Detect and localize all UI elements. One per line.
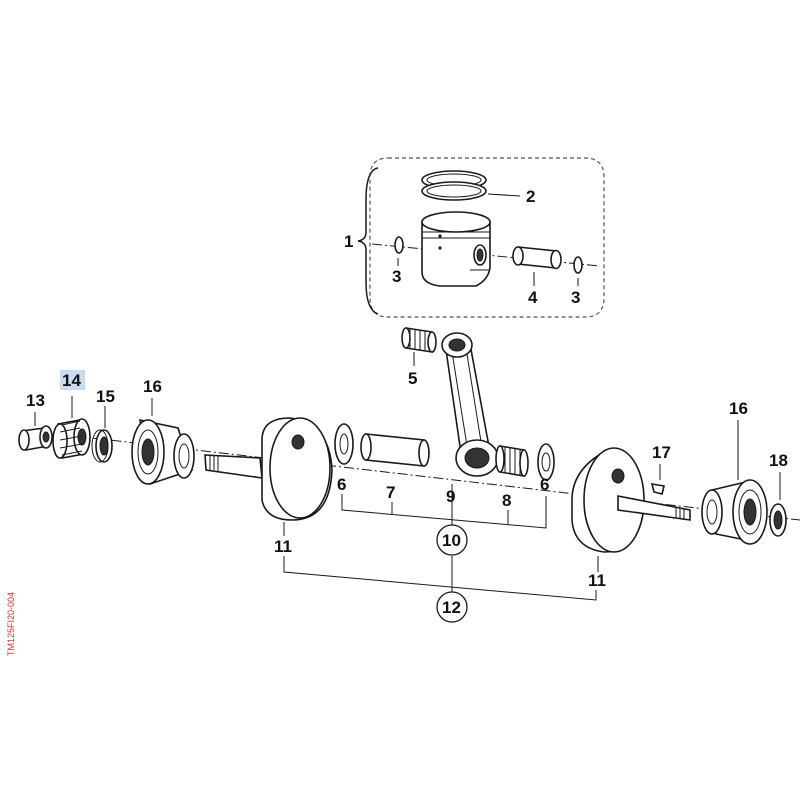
label-part-2[interactable]: 2 xyxy=(526,187,535,206)
part-labels: 1 2 3 3 4 5 6 6 7 8 9 10 11 11 12 13 14 … xyxy=(26,187,788,617)
spacer-ring xyxy=(91,429,113,463)
piston-kit-dashed-frame xyxy=(369,157,605,318)
label-part-5[interactable]: 5 xyxy=(408,369,417,388)
label-part-3-right[interactable]: 3 xyxy=(571,288,580,307)
selected-part-highlight xyxy=(60,370,85,390)
label-part-15[interactable]: 15 xyxy=(96,387,115,406)
assembly-circle-12 xyxy=(436,591,468,623)
piston-kit-group xyxy=(357,157,605,318)
thrust-washer-left xyxy=(334,423,354,465)
woodruff-key xyxy=(650,483,665,495)
main-bearing-right xyxy=(701,479,768,545)
label-part-12[interactable]: 12 xyxy=(442,598,461,617)
crank-pin xyxy=(360,433,430,467)
label-part-14[interactable]: 14 xyxy=(62,371,81,390)
label-part-6-left[interactable]: 6 xyxy=(337,475,346,494)
label-part-11-left[interactable]: 11 xyxy=(274,537,292,556)
thrust-washer-right xyxy=(537,443,555,481)
assembly-circle-10 xyxy=(436,524,468,556)
piston-kit-bracket xyxy=(357,167,379,315)
label-part-9[interactable]: 9 xyxy=(446,487,455,506)
piston xyxy=(421,211,491,287)
label-part-8[interactable]: 8 xyxy=(502,491,511,510)
leader-lines xyxy=(34,193,781,601)
crank-half-left xyxy=(204,417,333,521)
label-part-17[interactable]: 17 xyxy=(652,443,671,462)
circlip-right xyxy=(573,256,583,274)
main-bearing-left xyxy=(131,418,195,486)
oil-seal xyxy=(769,503,787,537)
piston-pin xyxy=(512,246,562,270)
big-end-bearing xyxy=(495,445,529,477)
small-end-bearing xyxy=(401,327,437,353)
label-part-11-right[interactable]: 11 xyxy=(588,571,606,590)
label-part-16-left[interactable]: 16 xyxy=(143,377,162,396)
label-part-1[interactable]: 1 xyxy=(344,232,353,251)
label-part-16-right[interactable]: 16 xyxy=(729,399,748,418)
crank-nut xyxy=(18,425,53,451)
label-part-13[interactable]: 13 xyxy=(26,391,45,410)
label-part-7[interactable]: 7 xyxy=(386,483,395,502)
piston-rings xyxy=(421,170,487,201)
label-part-3-left[interactable]: 3 xyxy=(392,267,401,286)
label-part-18[interactable]: 18 xyxy=(769,451,788,470)
drawing-code: TM125FI20-004 xyxy=(6,592,16,656)
label-part-10[interactable]: 10 xyxy=(442,531,461,550)
label-part-6-right[interactable]: 6 xyxy=(540,475,549,494)
connecting-rod xyxy=(441,332,499,477)
crank-half-right xyxy=(571,447,691,553)
circlip-left xyxy=(394,236,404,254)
primary-gear xyxy=(52,418,91,459)
label-part-4[interactable]: 4 xyxy=(528,288,538,307)
